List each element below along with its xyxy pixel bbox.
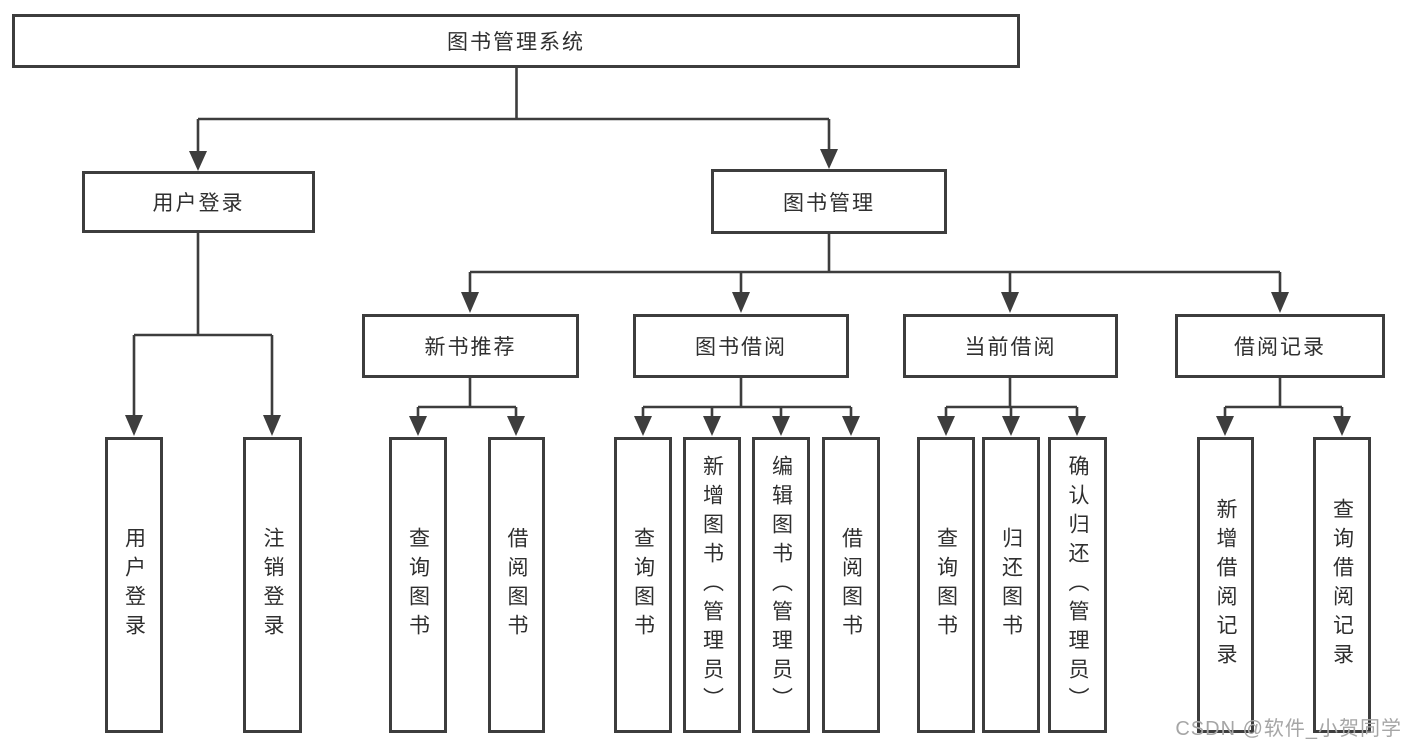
leaf-borrowing-borrow-books: 借阅图书: [822, 437, 880, 733]
leaf-current-query-books: 查询图书: [917, 437, 975, 733]
node-current-borrowing: 当前借阅: [903, 314, 1118, 378]
leaf-records-add-record: 新增借阅记录: [1197, 437, 1254, 733]
leaf-logout: 注销登录: [243, 437, 302, 733]
leaf-current-return-books: 归还图书: [982, 437, 1040, 733]
leaf-current-confirm-return: 确认归还（管理员）: [1048, 437, 1107, 733]
node-book-management: 图书管理: [711, 169, 947, 234]
leaf-recommend-query-books: 查询图书: [389, 437, 447, 733]
leaf-user-login: 用户登录: [105, 437, 163, 733]
arrowheads: [125, 149, 1351, 436]
leaf-borrowing-query-books: 查询图书: [614, 437, 672, 733]
node-new-book-recommend: 新书推荐: [362, 314, 579, 378]
leaf-borrowing-edit-books: 编辑图书（管理员）: [752, 437, 810, 733]
leaf-records-query-record: 查询借阅记录: [1313, 437, 1371, 733]
node-library-system: 图书管理系统: [12, 14, 1020, 68]
node-book-borrowing: 图书借阅: [633, 314, 849, 378]
leaf-borrowing-add-books: 新增图书（管理员）: [683, 437, 741, 733]
node-borrow-records: 借阅记录: [1175, 314, 1385, 378]
leaf-recommend-borrow-books: 借阅图书: [488, 437, 545, 733]
csdn-watermark: CSDN @软件_小贺同学: [1175, 718, 1402, 740]
node-user-login: 用户登录: [82, 171, 315, 233]
tree-edges: [132, 68, 1344, 418]
